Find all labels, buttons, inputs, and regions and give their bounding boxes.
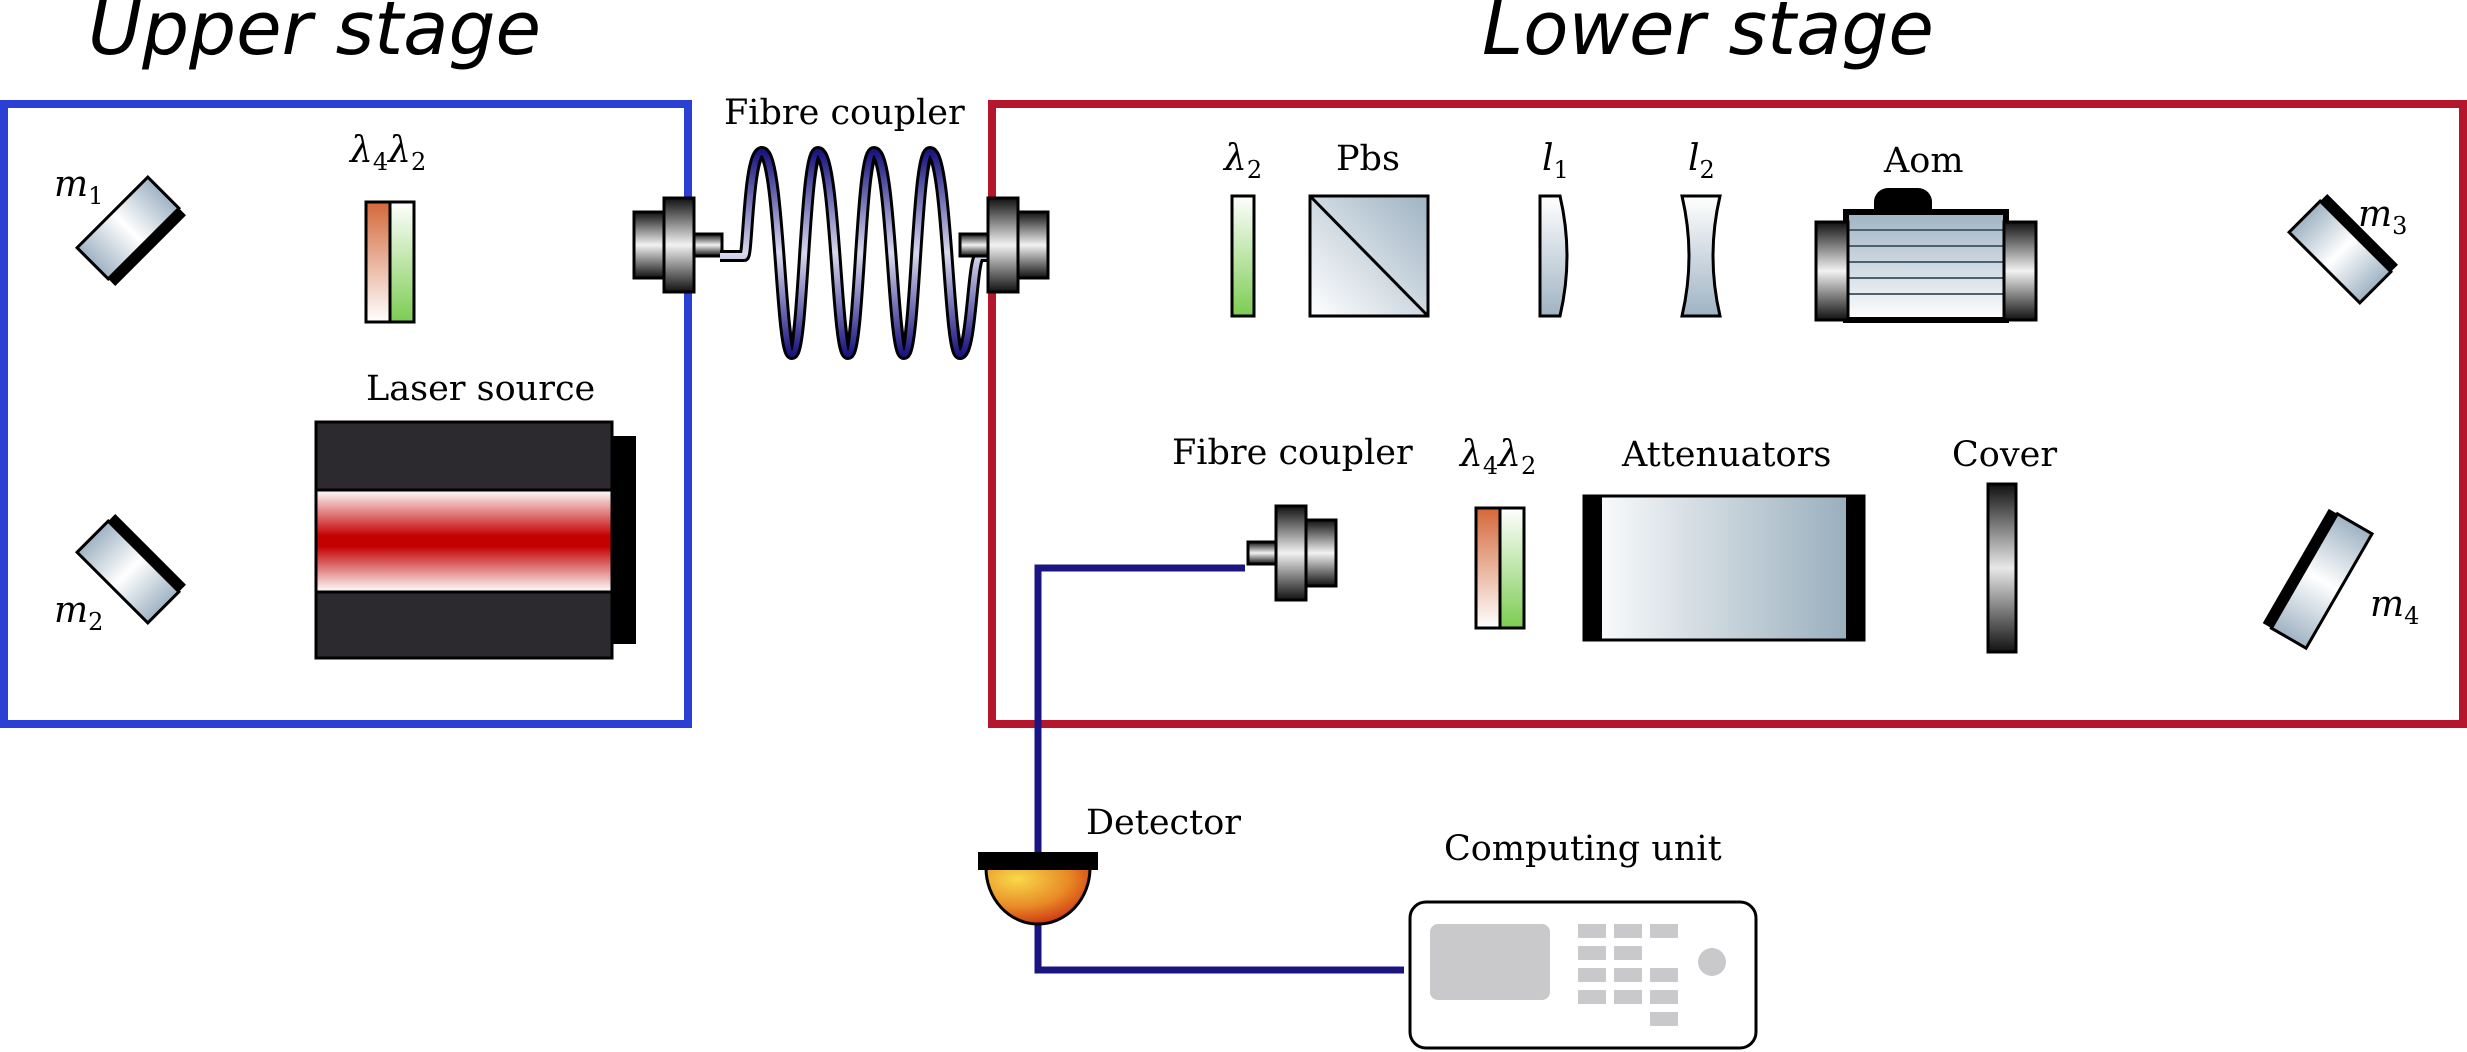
- attenuators-label: Attenuators: [1621, 435, 1831, 475]
- lens-icon: [1538, 194, 1569, 318]
- wave-plate-label-upper: λ4λ2: [348, 130, 426, 176]
- lens-label-l2: l2: [1688, 138, 1715, 184]
- fibre-coupler-icon: [632, 196, 724, 294]
- half-wave-label: λ2: [1222, 138, 1262, 184]
- fibre-coupler-icon: [1246, 504, 1338, 602]
- wave-plate-icon: [1230, 194, 1256, 318]
- fibre-coil-core: [720, 148, 990, 358]
- mirror-label-m3: m3: [2358, 194, 2407, 240]
- mirror-label-m2: m2: [54, 590, 103, 636]
- cover-label: Cover: [1952, 435, 2057, 475]
- computing-unit-icon: [1408, 900, 1758, 1050]
- mirror-label-m1: m1: [54, 164, 103, 210]
- lens-icon: [1680, 194, 1722, 318]
- attenuator-icon: [1582, 494, 1866, 642]
- upper-stage-title: Upper stage: [88, 0, 541, 72]
- beam-splitter-icon: [1308, 194, 1430, 318]
- pbs-label: Pbs: [1336, 139, 1400, 179]
- mirror-icon: [2262, 508, 2375, 651]
- upper-stage-frame: [0, 100, 692, 728]
- wave-plate-icon: [364, 200, 416, 324]
- mirror-label-m4: m4: [2370, 584, 2419, 630]
- lower-stage-title: Lower stage: [1482, 0, 1934, 72]
- aom-label: Aom: [1883, 141, 1964, 181]
- fibre-coupler-label-bottom: Fibre coupler: [1172, 433, 1413, 473]
- fibre-coupler-label-top: Fibre coupler: [724, 93, 965, 133]
- laser-source-icon: [314, 420, 636, 660]
- aom-icon: [1814, 188, 2038, 323]
- mirror-icon: [74, 514, 186, 626]
- fibre-cable-detector: [1034, 564, 1404, 974]
- detector-icon: [978, 852, 1098, 926]
- mirror-icon: [2286, 194, 2398, 306]
- computing-unit-label: Computing unit: [1444, 829, 1722, 869]
- lens-label-l1: l1: [1542, 138, 1569, 184]
- cover-icon: [1986, 482, 2018, 654]
- wave-plate-label-lower: λ4λ2: [1458, 434, 1536, 480]
- wave-plate-icon: [1474, 506, 1526, 630]
- lower-stage-frame: [988, 100, 2467, 728]
- mirror-icon: [74, 174, 186, 286]
- detector-label: Detector: [1086, 803, 1241, 843]
- laser-source-label: Laser source: [366, 369, 595, 409]
